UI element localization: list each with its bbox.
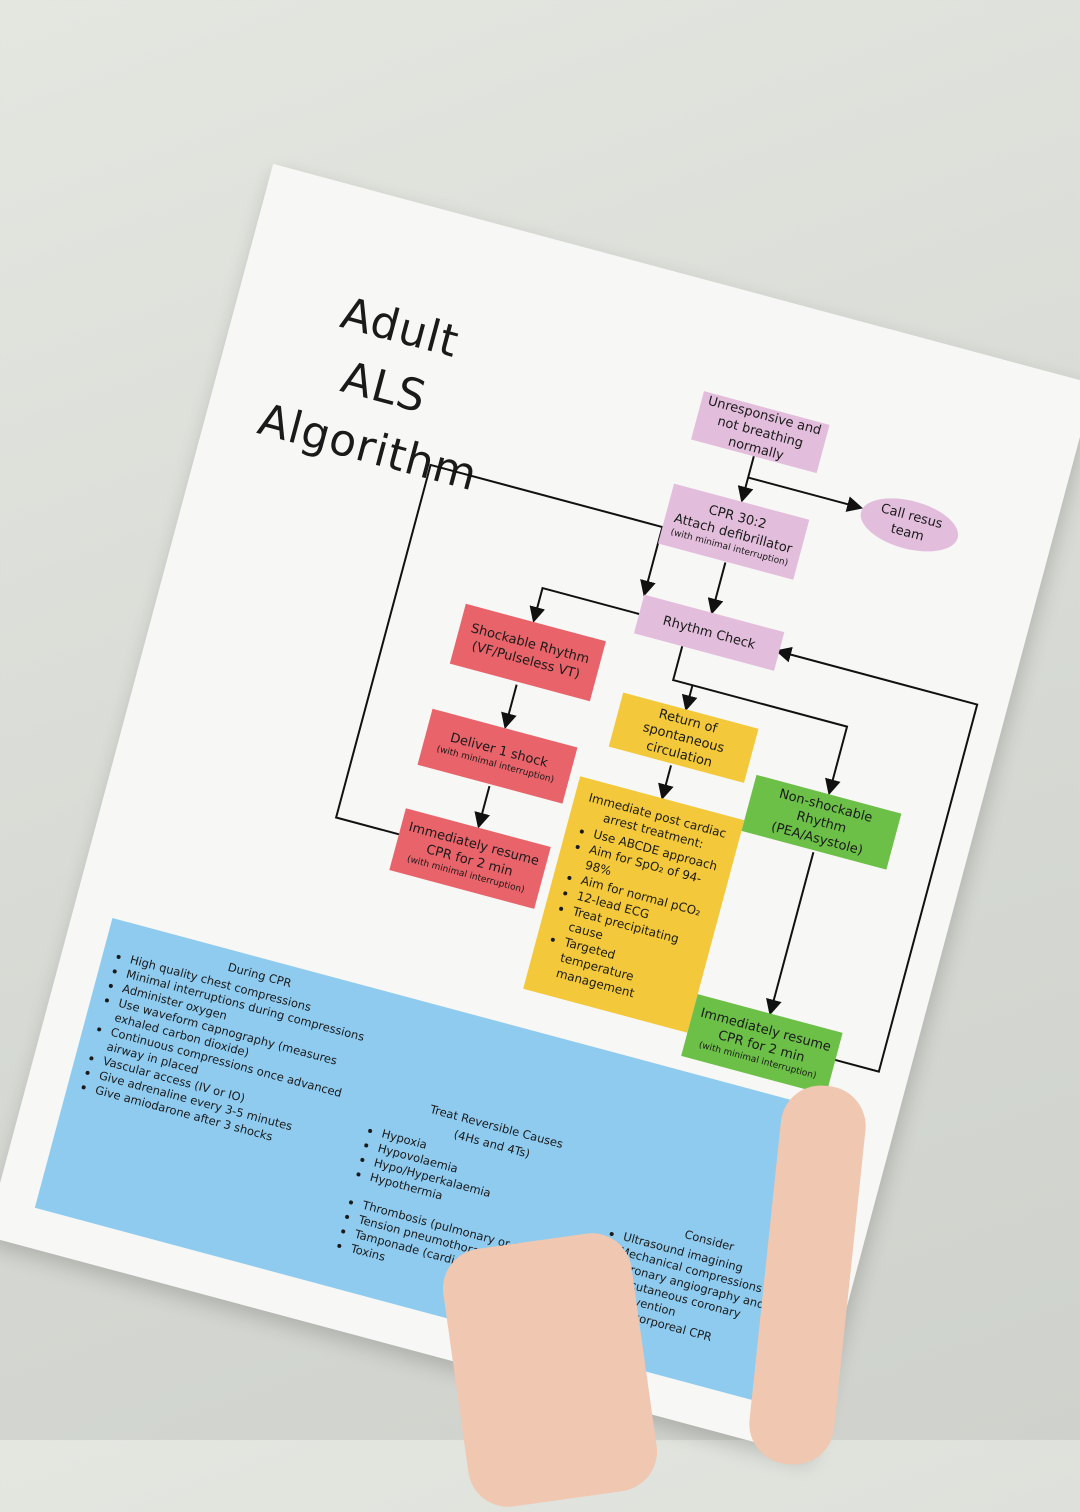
arrow-rhythm-to-rosc (681, 684, 698, 712)
during-cpr-list: High quality chest compressions Minimal … (78, 948, 397, 1168)
arrow-rhythm-to-nonshockable (671, 645, 849, 796)
flow-arrows (334, 456, 979, 1073)
post-arrest-list: Use ABCDE approach Aim for SpO₂ of 94-98… (539, 822, 721, 1014)
als-algorithm-card: Adult ALS Algorithm Unresponsive and not… (0, 163, 1080, 1457)
arrow-to-call-resus (747, 476, 864, 512)
arrow-shock-to-resume (474, 785, 491, 829)
loop-right (775, 646, 979, 1073)
arrow-rosc-to-post (658, 765, 674, 801)
arrow-shockable-to-shock (501, 684, 518, 730)
hand-thumb (437, 1228, 663, 1512)
loop-left (334, 463, 664, 836)
arrow-nonshockable-to-resume (766, 851, 815, 1016)
arrow-rhythm-to-shockable (529, 586, 640, 623)
arrow-cpr-to-rhythm (707, 562, 727, 615)
